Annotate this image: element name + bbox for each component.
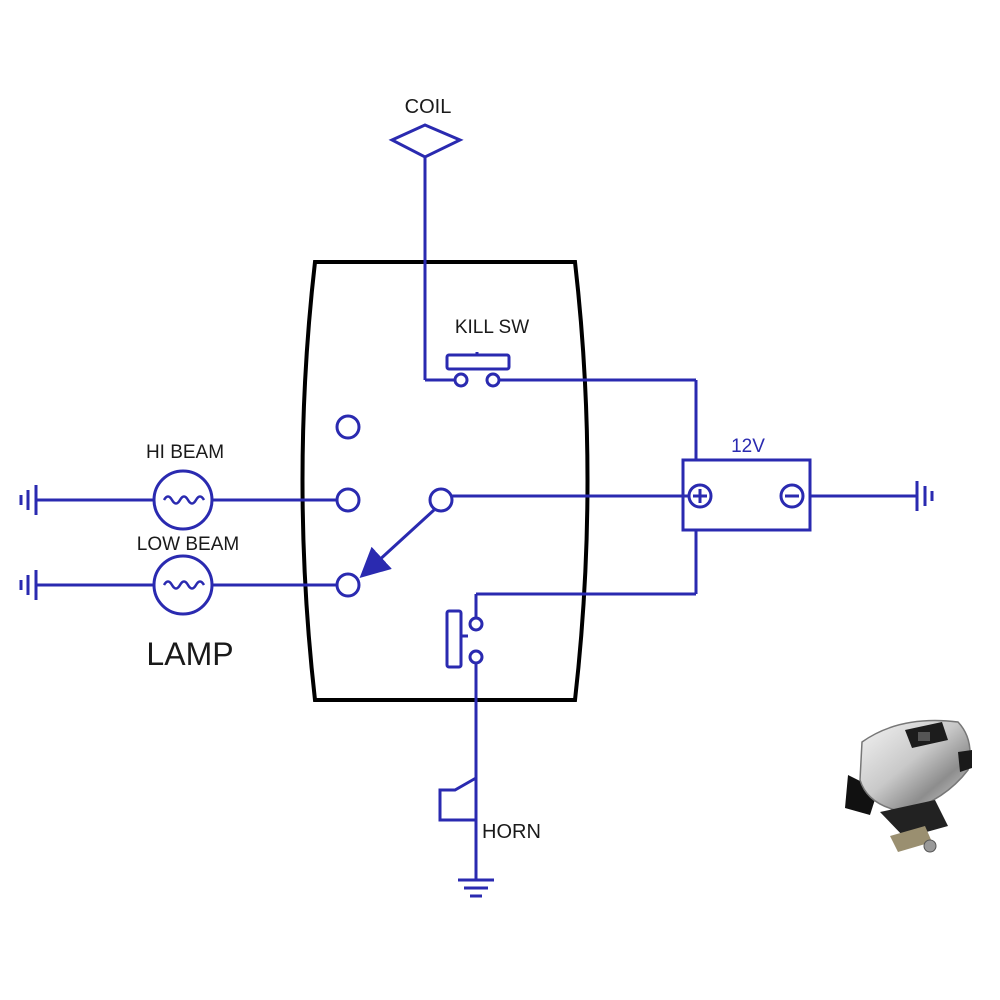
dimmer-switch-arm	[359, 508, 436, 579]
terminal-low	[335, 572, 361, 598]
ground-icon	[915, 481, 934, 511]
kill-switch-contact-left	[453, 372, 469, 388]
battery-voltage-label: 12V	[731, 436, 765, 457]
terminal-hi	[335, 487, 361, 513]
coil-terminal	[388, 123, 464, 382]
ground-icon	[19, 485, 38, 515]
lamp-label: LAMP	[146, 636, 233, 672]
horn-switch-contact-top	[468, 616, 484, 632]
kill-switch-button	[445, 353, 511, 371]
horn-icon	[438, 775, 478, 822]
dimmer-switch	[335, 414, 454, 598]
ground-icon	[458, 878, 494, 898]
horn-switch-contact-bottom	[468, 649, 484, 665]
terminal-common	[428, 487, 454, 513]
kill-switch-contact-right	[485, 372, 501, 388]
ground-icon	[19, 570, 38, 600]
low-beam-circuit	[19, 554, 337, 616]
killsw-battery-wire	[499, 378, 698, 460]
horn-switch-battery-wire	[474, 530, 698, 618]
battery	[681, 458, 812, 532]
horn-switch	[445, 609, 484, 669]
coil-label: COIL	[405, 96, 452, 118]
coil-diamond-icon	[388, 123, 464, 159]
battery-ground	[810, 481, 934, 511]
terminal-top	[335, 414, 361, 440]
switch-photo-icon	[845, 719, 972, 853]
horn-circuit	[438, 663, 494, 898]
switch-housing	[300, 260, 590, 702]
hi-beam-label: HI BEAM	[146, 442, 224, 463]
hi-beam-circuit	[19, 469, 337, 531]
horn-label: HORN	[482, 821, 541, 843]
kill-sw-label: KILL SW	[455, 317, 529, 338]
horn-switch-button	[445, 609, 463, 669]
low-beam-label: LOW BEAM	[137, 534, 239, 555]
